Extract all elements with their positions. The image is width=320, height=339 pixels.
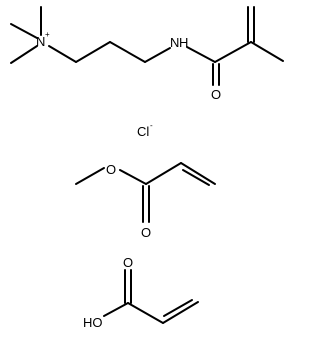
charge-plus: + (45, 30, 50, 39)
methyl-bond-right (250, 41, 284, 62)
chain-bond-3 (109, 41, 146, 63)
acrylic-acid-molecule: O HO (83, 255, 199, 330)
cation-molecule: N + N H O (10, 6, 284, 102)
chloride-ion: Cl - (137, 121, 153, 139)
chain-bond-2 (75, 41, 111, 63)
chain-bond-1 (48, 45, 77, 63)
chain-bond-4 (144, 47, 171, 63)
charge-minus: - (150, 121, 153, 130)
ma-vinyl-bond-a (180, 162, 216, 185)
ma-vinyl-bond-b (182, 169, 210, 186)
atom-h-amide: H (179, 35, 188, 50)
structure-drawing: N + N H O Cl - O O O HO (10, 6, 284, 330)
atom-n-cation: N (36, 34, 45, 49)
atom-o-ester: O (106, 162, 116, 177)
amide-n-c-bond (186, 46, 216, 63)
ma-o-c-bond (119, 169, 147, 185)
methyl-bond-left-upper (10, 23, 38, 39)
atom-n-amide: N (170, 35, 179, 50)
methyl-bond-left-lower (10, 45, 38, 64)
atom-ho: HO (83, 315, 103, 330)
atom-cl: Cl (137, 124, 149, 139)
methyl-acrylate-molecule: O O (75, 162, 216, 240)
ma-c-c-bond (145, 162, 182, 185)
aa-vinyl-bond-a (162, 301, 199, 324)
atom-o-carbonyl: O (141, 225, 151, 240)
ma-methyl-bond (75, 167, 105, 185)
alpha-carbon-bond (214, 41, 252, 63)
atom-o-amide: O (211, 87, 221, 102)
aa-oh-bond (103, 302, 129, 317)
aa-vinyl-bond-b (163, 299, 193, 317)
aa-c-c-bond (127, 302, 164, 324)
atom-o-acid-carbonyl: O (123, 255, 133, 270)
chemical-structure-canvas: N + N H O Cl - O O O HO (10, 6, 284, 330)
